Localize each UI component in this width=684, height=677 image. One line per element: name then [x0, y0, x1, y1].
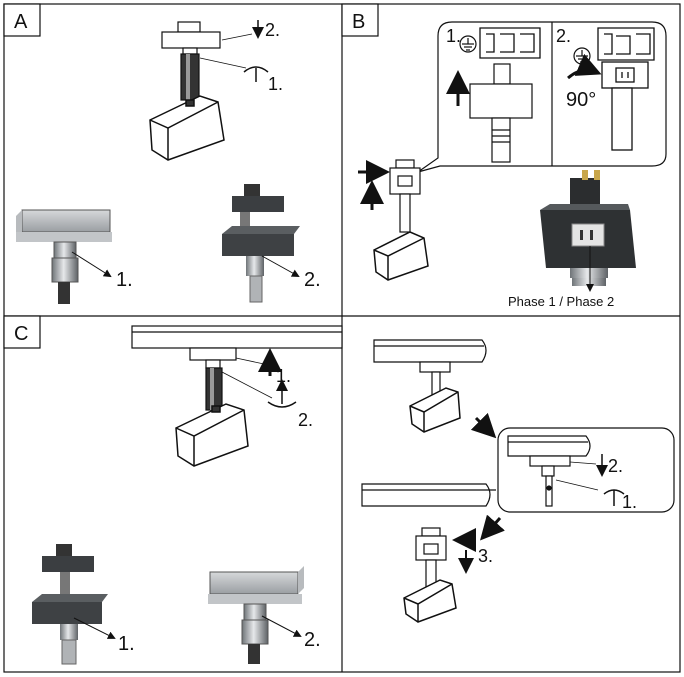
panel-c-letter: C — [14, 323, 28, 345]
step-2-label: 2. — [265, 20, 280, 40]
panel-a: A 2. 1. — [3, 3, 321, 304]
phase-caption: Phase 1 / Phase 2 — [508, 294, 614, 309]
leader-line — [221, 33, 253, 41]
detail-1-label: 1. — [118, 633, 135, 655]
arrow-icon — [480, 514, 505, 541]
ground-symbol-icon — [459, 35, 477, 53]
detail-1-label: 1. — [116, 269, 133, 291]
ceiling-track-cut — [361, 483, 496, 507]
detail-2-label: 2. — [304, 629, 321, 651]
spotlight-head — [149, 95, 225, 161]
ground-symbol-icon — [573, 47, 591, 65]
spotlight-small — [373, 159, 429, 281]
leader-line — [569, 461, 597, 465]
leader-line — [221, 371, 273, 399]
detail-2-label: 2. — [304, 269, 321, 291]
panel-a-badge — [3, 3, 41, 37]
detail-rail-clamp — [16, 209, 112, 304]
panel-a-letter: A — [14, 11, 28, 33]
inset-2-label: 2. — [556, 26, 571, 46]
step-1-label: 1. — [276, 366, 291, 386]
detail-dark-adapter — [222, 184, 300, 303]
step-1-label: 1. — [622, 492, 637, 512]
spotlight-small — [403, 527, 457, 623]
detail-rail-clamp — [208, 566, 304, 664]
panel-b-badge — [341, 3, 379, 37]
track-profile-locked — [597, 27, 655, 151]
arrow-icon — [470, 412, 497, 439]
panel-b-letter: B — [352, 11, 365, 33]
pointer-arrow — [261, 255, 300, 277]
panel-b: B 1. 2. — [341, 3, 667, 309]
track-inset — [507, 435, 591, 507]
panel-d: 2. 1. 3. — [361, 339, 675, 623]
rotate-arrow-icon — [267, 401, 297, 408]
rotate-arrow-icon — [567, 53, 602, 80]
angle-label: 90° — [566, 89, 596, 111]
track-adapter — [161, 21, 221, 101]
leader-line — [555, 479, 599, 491]
panel-c-badge — [3, 315, 41, 349]
adapter-photo — [540, 170, 636, 286]
detail-dark-adapter — [32, 544, 108, 665]
spotlight-head — [409, 387, 461, 433]
ceiling-track — [131, 325, 343, 411]
inset-1-label: 1. — [446, 26, 461, 46]
track-profile — [479, 27, 541, 59]
step-2-label: 2. — [608, 456, 623, 476]
spotlight-head — [175, 403, 249, 467]
adapter-side — [469, 63, 533, 163]
ceiling-track-cut — [373, 339, 487, 397]
pointer-arrow — [261, 615, 302, 637]
step-1-label: 1. — [268, 74, 283, 94]
leader-line — [235, 357, 265, 365]
step-2-label: 2. — [298, 410, 313, 430]
leader-line — [199, 57, 247, 69]
step-3-label: 3. — [478, 546, 493, 566]
pointer-arrow — [73, 617, 116, 639]
rotate-arrow-icon — [243, 66, 269, 73]
pointer-arrow — [71, 251, 112, 278]
panel-c: C 1. 2. 1. — [3, 315, 343, 665]
